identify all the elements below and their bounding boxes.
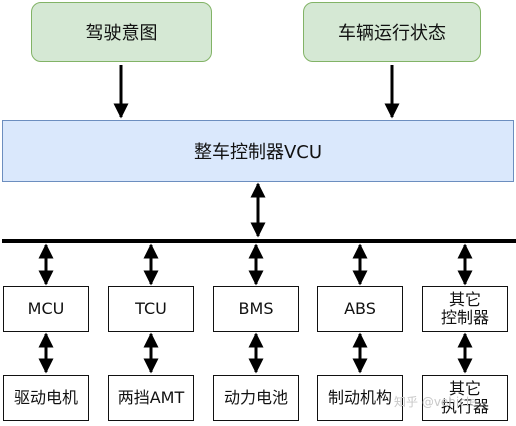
vehicle-state-box: 车辆运行状态: [303, 2, 481, 62]
vcu-label: 整车控制器VCU: [193, 142, 323, 163]
actuator-drive-motor-label: 驱动电机: [13, 387, 78, 407]
actuator-drive-motor: 驱动电机: [3, 375, 89, 421]
actuator-two-speed-amt: 两挡AMT: [108, 375, 194, 421]
driver-intent-box: 驾驶意图: [31, 2, 212, 62]
controller-other: 其它 控制器: [422, 286, 508, 332]
actuator-two-speed-amt-label: 两挡AMT: [117, 387, 185, 407]
actuator-power-battery: 动力电池: [213, 375, 299, 421]
controller-bms-label: BMS: [238, 298, 274, 318]
controller-tcu: TCU: [108, 286, 194, 332]
driver-intent-label: 驾驶意图: [85, 23, 158, 44]
vehicle-state-label: 车辆运行状态: [338, 23, 446, 44]
actuator-other-label: 其它 执行器: [440, 378, 489, 416]
controller-bms: BMS: [213, 286, 299, 332]
controller-other-label: 其它 控制器: [440, 289, 489, 327]
actuator-brake-label: 制动机构: [327, 387, 392, 407]
controller-abs: ABS: [317, 286, 403, 332]
vcu-box: 整车控制器VCU: [2, 120, 514, 182]
controller-abs-label: ABS: [344, 298, 376, 318]
actuator-power-battery-label: 动力电池: [223, 387, 288, 407]
actuator-other: 其它 执行器: [422, 375, 508, 421]
actuator-brake: 制动机构: [317, 375, 403, 421]
controller-tcu-label: TCU: [135, 298, 167, 318]
controller-mcu-label: MCU: [27, 298, 65, 318]
watermark-text: 知乎 @vehicle: [394, 395, 477, 409]
controller-mcu: MCU: [3, 286, 89, 332]
